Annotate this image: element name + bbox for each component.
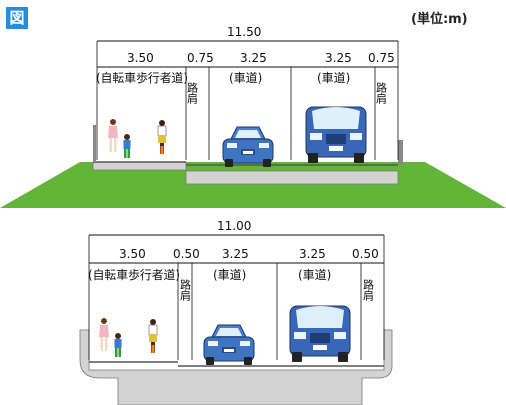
- lower-seg-width-sidewalk: 3.50: [119, 247, 146, 261]
- upper-car: [222, 126, 274, 168]
- lower-seg-width-right-shoulder: 0.50: [352, 247, 379, 261]
- upper-seg-width-lane-1: 3.25: [240, 51, 267, 65]
- lower-van: [289, 305, 351, 363]
- upper-label-sidewalk: (自転車歩行者道): [96, 70, 188, 85]
- lower-seg-width-lane-1: 3.25: [222, 247, 249, 261]
- lower-bridge-deck: [79, 329, 393, 405]
- upper-label-right-shoulder: 路肩: [375, 82, 388, 105]
- upper-section: 11.50 3.50 0.75 3.25 3.25 0.75 (自転車歩行者道)…: [0, 25, 506, 208]
- lower-total-width: 11.00: [217, 219, 251, 233]
- lower-pedestrian-child: [114, 333, 122, 357]
- upper-van: [305, 106, 367, 164]
- lower-pedestrian-woman: [99, 318, 109, 351]
- upper-label-left-shoulder: 路肩: [186, 82, 199, 105]
- upper-label-lane-1: (車道): [229, 71, 262, 85]
- lower-seg-width-left-shoulder: 0.50: [173, 247, 200, 261]
- upper-cyclist: [157, 119, 167, 155]
- upper-pedestrian-child: [123, 134, 131, 158]
- upper-right-rail-post: [398, 140, 403, 165]
- lower-label-sidewalk: (自転車歩行者道): [88, 267, 180, 282]
- lower-label-lane-2: (車道): [298, 268, 331, 282]
- lower-label-lane-1: (車道): [213, 268, 246, 282]
- upper-seg-width-sidewalk: 3.50: [127, 51, 154, 65]
- lower-seg-width-lane-2: 3.25: [299, 247, 326, 261]
- lower-label-left-shoulder: 路肩: [179, 279, 192, 302]
- unit-note: (単位:m): [411, 12, 468, 27]
- upper-seg-width-lane-2: 3.25: [325, 51, 352, 65]
- upper-left-rail-post: [93, 125, 96, 162]
- lower-cyclist: [148, 318, 158, 354]
- upper-total-width: 11.50: [227, 25, 261, 39]
- upper-seg-width-left-shoulder: 0.75: [187, 51, 214, 65]
- upper-seg-width-right-shoulder: 0.75: [368, 51, 395, 65]
- lower-car: [203, 324, 255, 366]
- figure-mark: 図: [6, 7, 28, 29]
- lower-label-right-shoulder: 路肩: [362, 279, 375, 302]
- lower-section: 11.00 3.50 0.50 3.25 3.25 0.50 (自転車歩行者道)…: [79, 219, 393, 405]
- upper-pedestrian-woman: [108, 119, 118, 152]
- upper-label-lane-2: (車道): [317, 71, 350, 85]
- upper-ground: [0, 162, 506, 208]
